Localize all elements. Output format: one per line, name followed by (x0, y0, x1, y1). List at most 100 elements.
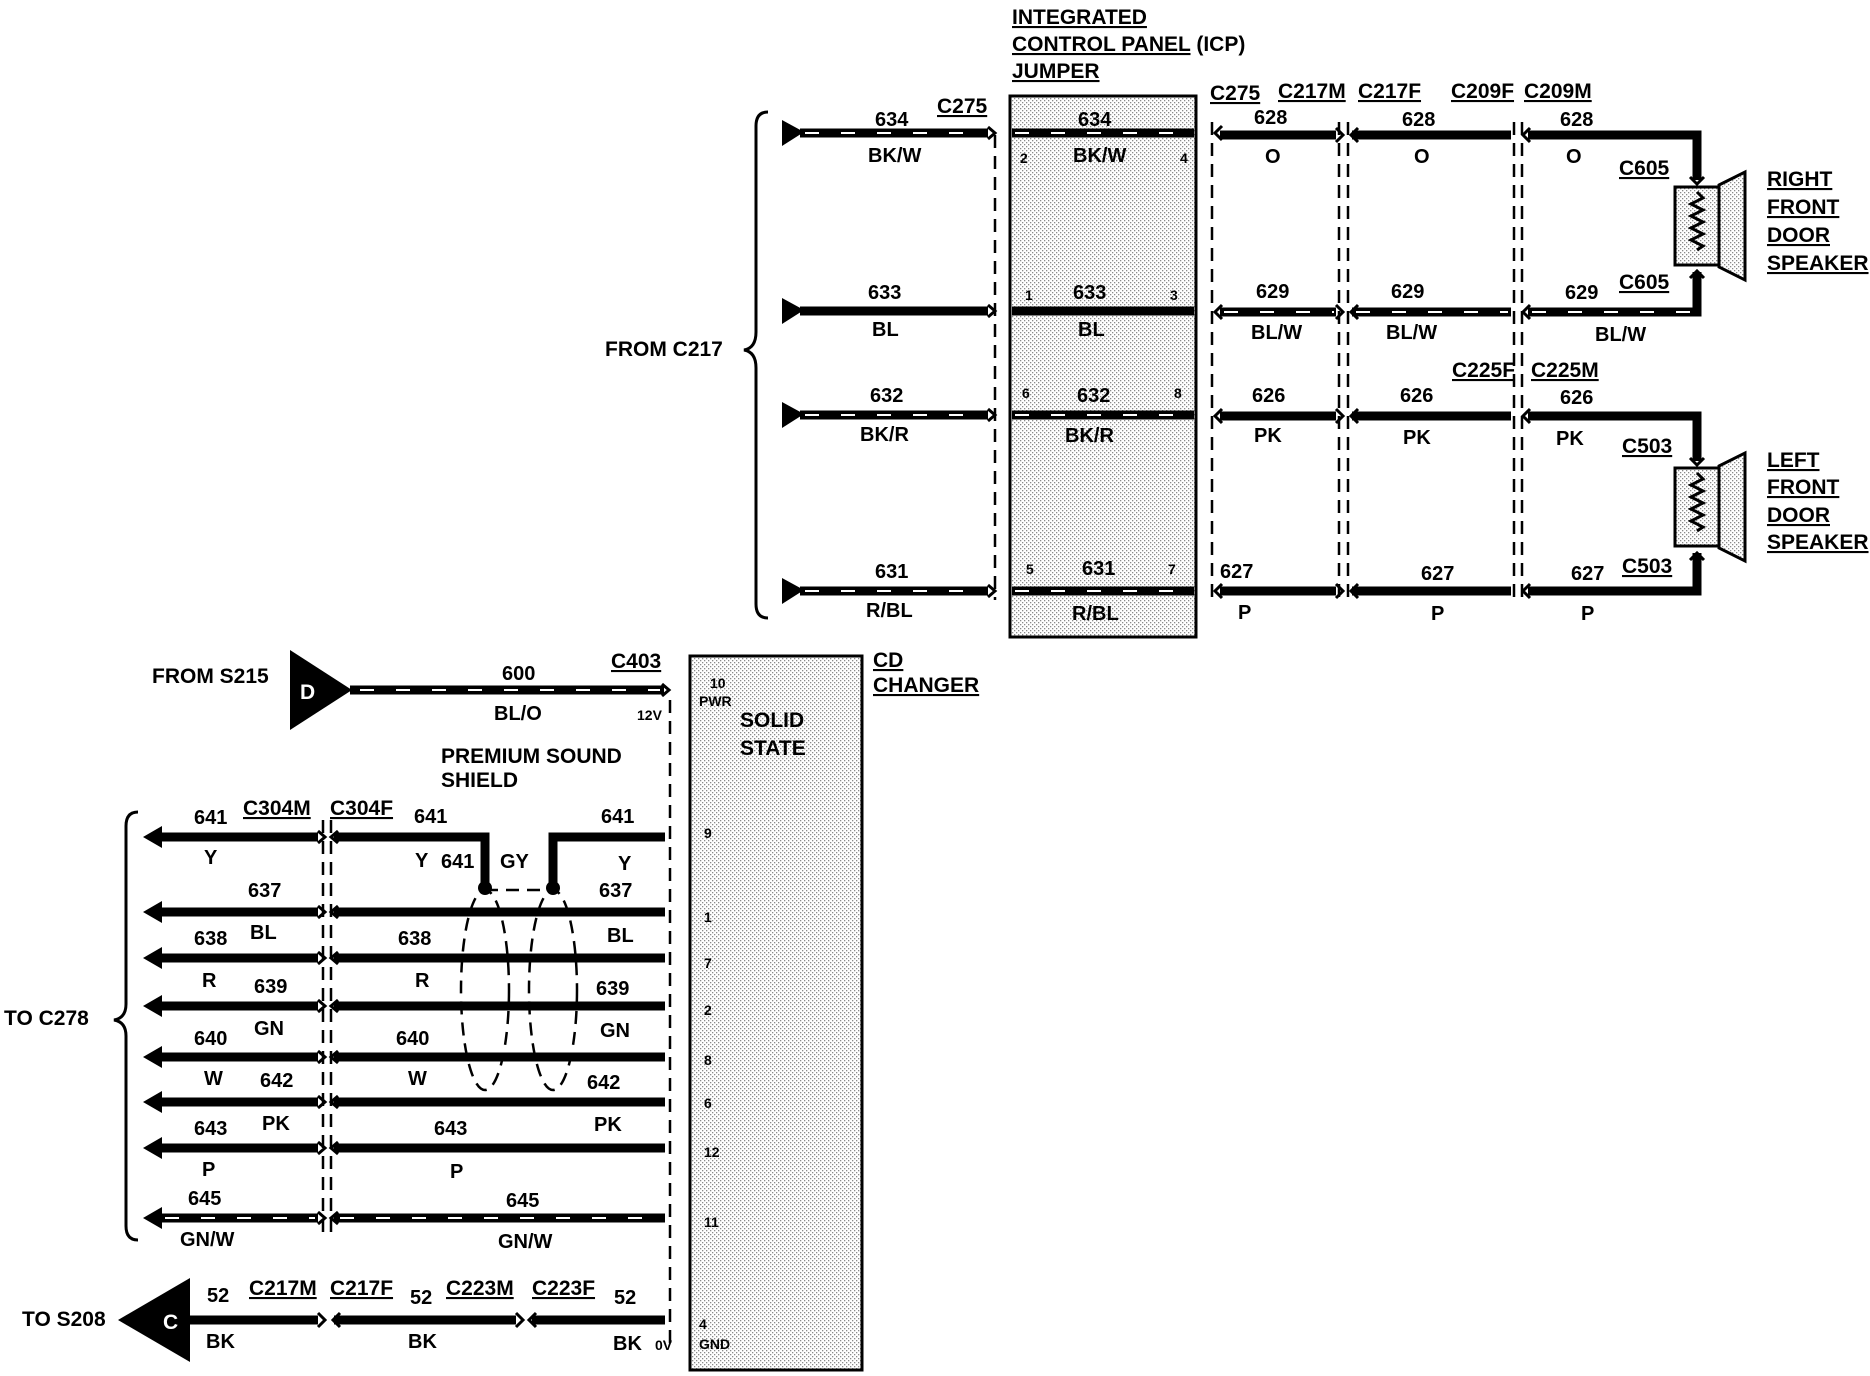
voltage-label: 0V (655, 1337, 673, 1353)
cd-pin: 6 (704, 1095, 712, 1111)
circuit-number: 639 (596, 978, 629, 1000)
audio-wire-640: 640 640 W W (143, 1028, 665, 1090)
wire-color: BK/R (1065, 425, 1114, 447)
speaker-label-line: FRONT (1767, 196, 1839, 219)
wire-color: R/BL (866, 600, 913, 622)
wire-end-triangle (782, 578, 804, 604)
top-wire-633: 633 BL 633 BL (782, 282, 1194, 341)
circuit-number: 627 (1421, 563, 1454, 585)
wire-color: BK/R (860, 424, 909, 446)
power-feed: FROM S215 D 600 BL/O C403 12V (152, 650, 672, 730)
cd-pin: 10 (710, 675, 726, 691)
circuit-number: 645 (188, 1188, 221, 1210)
connector-c503-bottom: C503 (1622, 555, 1672, 578)
connector-c605-top: C605 (1619, 157, 1670, 180)
connector-chevron (1520, 303, 1532, 321)
connector-chevron (1212, 303, 1224, 321)
s215-symbol-triangle (290, 650, 352, 730)
icp-pin: 5 (1026, 561, 1034, 577)
wire-segment (1528, 411, 1702, 461)
connector-chevron (1334, 126, 1360, 144)
icp-pin: 3 (1170, 287, 1178, 303)
connector-chevron (316, 1311, 342, 1329)
connector-chevron (1520, 582, 1532, 600)
circuit-number: 626 (1400, 385, 1433, 407)
wire-color: O (1566, 146, 1582, 168)
connector-c304m: C304M (243, 797, 311, 820)
brace (743, 110, 769, 620)
wire-arrow-icon (143, 1137, 162, 1159)
shield-loop (459, 888, 511, 1092)
wire-color: P (450, 1161, 463, 1183)
wire-arrow-icon (143, 1207, 162, 1229)
wire-color: R/BL (1072, 603, 1119, 625)
circuit-number: 645 (506, 1190, 539, 1212)
icp-pin: 6 (1022, 385, 1030, 401)
audio-wire-639: 639 639 GN GN (143, 976, 665, 1042)
circuit-number: 600 (502, 663, 535, 685)
circuit-number: 638 (194, 928, 227, 950)
circuit-number: 642 (260, 1070, 293, 1092)
shield-drain-circuit: 641 (441, 851, 474, 873)
circuit-number: 628 (1560, 109, 1593, 131)
circuit-number: 634 (875, 109, 909, 131)
cd-pin: 11 (704, 1214, 719, 1230)
audio-wire-643: 643 643 P P (143, 1118, 665, 1183)
to-c278-group: TO C278 (4, 810, 139, 1242)
connector-c605-bottom: C605 (1619, 271, 1670, 294)
s208-symbol-letter: C (163, 1311, 178, 1334)
circuit-number: 52 (410, 1287, 432, 1309)
speaker-label-line: RIGHT (1767, 168, 1833, 191)
icp-title-line2: CONTROL PANEL (ICP) (1012, 33, 1245, 56)
wire-color: O (1414, 146, 1430, 168)
wire-color: Y (415, 850, 429, 872)
wire-color: P (1431, 603, 1444, 625)
audio-wire-638: 638 638 R R (143, 928, 665, 992)
solid-state-line1: SOLID (740, 709, 804, 732)
connector-c304f: C304F (330, 797, 393, 820)
brace (113, 810, 139, 1242)
cd-pin: 4 (699, 1316, 707, 1332)
wire-color: P (202, 1159, 215, 1181)
connector-chevron (1688, 550, 1706, 562)
speaker-cone-icon (1717, 169, 1747, 283)
circuit-number: 633 (1073, 282, 1106, 304)
speaker-label-line: DOOR (1767, 224, 1830, 247)
s215-symbol-letter: D (300, 681, 315, 704)
wire-color: BL (872, 319, 899, 341)
right-wire-628: 628 628 628 O O O (1212, 107, 1702, 180)
icp-jumper-box (1008, 94, 1198, 639)
circuit-number: 629 (1565, 282, 1598, 304)
circuit-number: 629 (1391, 281, 1424, 303)
connector-chevron (1212, 407, 1224, 425)
wire-end-triangle (782, 120, 804, 146)
wire-segment (1528, 130, 1702, 180)
wire-color: BK/W (1073, 145, 1126, 167)
wire-segment (334, 832, 490, 888)
icp-pin: 4 (1180, 150, 1188, 166)
wire-arrow-icon (143, 1091, 162, 1113)
circuit-number: 634 (1078, 109, 1112, 131)
connector-chevron (1334, 582, 1360, 600)
wire-arrow-icon (143, 826, 162, 848)
circuit-number: 52 (207, 1285, 229, 1307)
connector-chevron (1334, 303, 1360, 321)
cd-pin: 9 (704, 825, 712, 841)
circuit-number: 52 (614, 1287, 636, 1309)
circuit-number: 627 (1220, 561, 1253, 583)
icp-pin: 7 (1168, 561, 1176, 577)
speaker-cone-icon (1717, 450, 1747, 564)
connector-c403: C403 (611, 650, 661, 673)
circuit-number: 642 (587, 1072, 620, 1094)
connector-chevron (1520, 407, 1532, 425)
cd-pin-label: GND (699, 1336, 730, 1352)
speaker-label-line: LEFT (1767, 449, 1820, 472)
connector-c217m: C217M (1278, 80, 1346, 103)
wire-color: BK (408, 1331, 437, 1353)
wire-color: PK (1556, 428, 1584, 450)
circuit-number: 638 (398, 928, 431, 950)
circuit-number: 633 (868, 282, 901, 304)
circuit-number: 641 (414, 806, 447, 828)
connector-c217f: C217F (330, 1277, 393, 1300)
